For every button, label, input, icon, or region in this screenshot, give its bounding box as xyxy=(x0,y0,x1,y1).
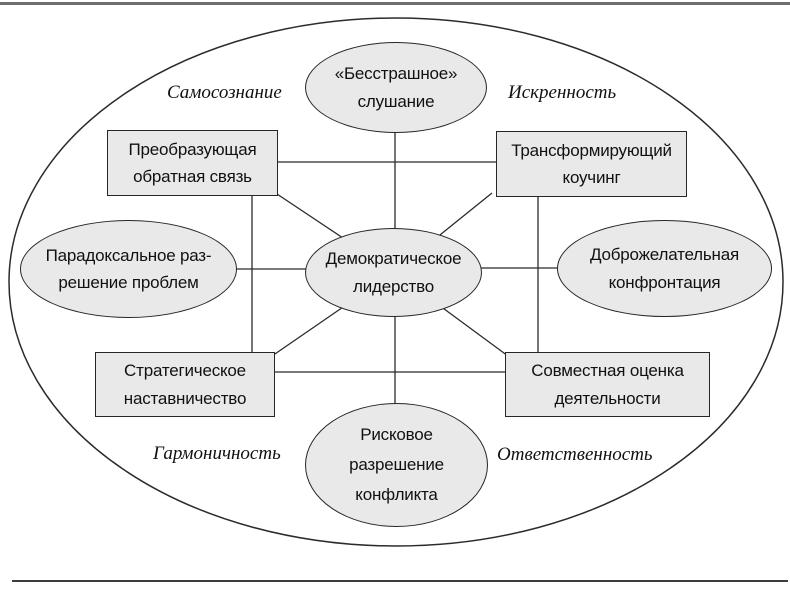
outer-boundary-ellipse xyxy=(8,17,784,547)
label-self-awareness: Самосознание xyxy=(167,82,282,103)
node-transformational-coaching: Трансформирующий коучинг xyxy=(496,131,687,197)
node-benevolent-confrontation: Доброжелательная конфронтация xyxy=(557,220,772,317)
node-strategic-mentoring: Стратегическое наставничество xyxy=(95,352,275,417)
bottom-rule-divider xyxy=(12,580,788,582)
node-democratic-leadership: Демократическое лидерство xyxy=(305,228,482,317)
label-harmony: Гармоничность xyxy=(153,443,281,464)
label-responsibility: Ответственность xyxy=(497,444,653,465)
top-rule-divider xyxy=(0,2,790,5)
node-fearless-listening: «Бесстрашное» слушание xyxy=(305,42,487,133)
node-transforming-feedback: Преобразующая обратная связь xyxy=(107,130,278,196)
node-risky-conflict-resolution: Рисковое разрешение конфликта xyxy=(305,403,488,527)
node-joint-performance-assessment: Совместная оценка деятельности xyxy=(505,352,710,417)
label-sincerity: Искренность xyxy=(508,82,617,103)
node-paradoxical-problem-solving: Парадоксальное раз- решение проблем xyxy=(20,220,237,318)
